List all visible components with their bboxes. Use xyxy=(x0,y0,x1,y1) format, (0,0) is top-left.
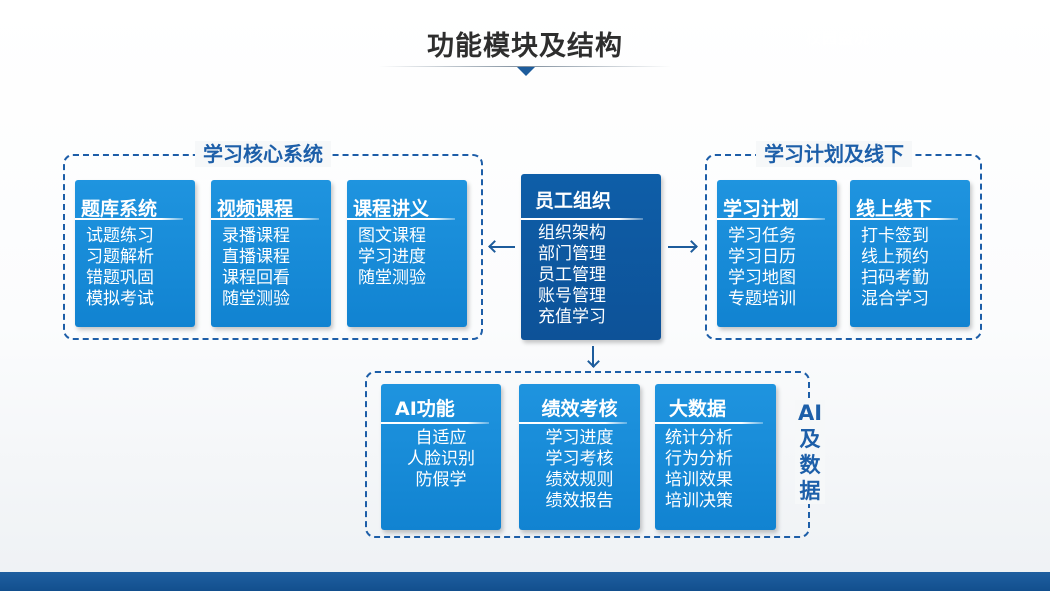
title-pointer-icon xyxy=(517,67,535,76)
card-items: 学习任务 学习日历 学习地图 专题培训 xyxy=(728,226,796,310)
card-title: 视频课程 xyxy=(217,198,294,220)
list-item: 防假学 xyxy=(415,470,467,490)
group-label-learning-core: 学习核心系统 xyxy=(195,141,331,167)
card-title: 线上线下 xyxy=(856,198,933,220)
card-divider xyxy=(850,218,958,220)
list-item: 混合学习 xyxy=(861,289,929,309)
list-item: 打卡签到 xyxy=(861,226,929,246)
card-divider xyxy=(717,218,825,220)
list-item: 学习进度 xyxy=(545,428,614,448)
card-divider xyxy=(655,422,763,424)
card-study-plan: 学习计划 学习任务 学习日历 学习地图 专题培训 xyxy=(717,180,837,327)
list-item: 学习日历 xyxy=(728,247,796,267)
card-video-course: 视频课程 录播课程 直播课程 课程回看 随堂测验 xyxy=(211,180,331,327)
card-divider xyxy=(211,218,319,220)
group-label-char: AI xyxy=(797,401,823,425)
list-item: 学习任务 xyxy=(728,226,796,246)
footer-bar xyxy=(0,572,1050,591)
card-title: 题库系统 xyxy=(81,198,158,220)
list-item: 账号管理 xyxy=(538,286,606,306)
list-item: 学习地图 xyxy=(728,268,796,288)
card-performance: 绩效考核 学习进度 学习考核 绩效规则 绩效报告 xyxy=(519,384,640,530)
list-item: 习题解析 xyxy=(86,247,154,267)
card-items: 统计分析 行为分析 培训效果 培训决策 xyxy=(665,428,733,512)
group-label-plan-offline: 学习计划及线下 xyxy=(756,141,912,167)
card-staff-org: 员工组织 组织架构 部门管理 员工管理 账号管理 充值学习 xyxy=(521,174,661,340)
card-online-offline: 线上线下 打卡签到 线上预约 扫码考勤 混合学习 xyxy=(850,180,970,327)
group-label-char: 及 xyxy=(799,427,821,451)
card-big-data: 大数据 统计分析 行为分析 培训效果 培训决策 xyxy=(655,384,776,530)
card-items: 学习进度 学习考核 绩效规则 绩效报告 xyxy=(519,428,640,512)
group-label-ai-data: AI 及 数 据 xyxy=(795,400,825,504)
list-item: 人脸识别 xyxy=(407,449,475,469)
card-items: 图文课程 学习进度 随堂测验 xyxy=(358,226,426,289)
list-item: 绩效报告 xyxy=(545,491,614,511)
card-divider xyxy=(519,422,627,424)
list-item: 随堂测验 xyxy=(222,289,290,309)
list-item: 组织架构 xyxy=(538,223,606,243)
card-title: 大数据 xyxy=(669,398,727,420)
card-title: 学习计划 xyxy=(723,198,800,220)
card-divider xyxy=(347,218,455,220)
list-item: 图文课程 xyxy=(358,226,426,246)
list-item: 扫码考勤 xyxy=(861,268,929,288)
list-item: 模拟考试 xyxy=(86,289,154,309)
card-items: 自适应 人脸识别 防假学 xyxy=(381,428,501,491)
card-title: 员工组织 xyxy=(535,190,612,212)
list-item: 线上预约 xyxy=(861,247,929,267)
list-item: 试题练习 xyxy=(86,226,154,246)
card-divider xyxy=(381,422,489,424)
list-item: 专题培训 xyxy=(728,289,796,309)
list-item: 统计分析 xyxy=(665,428,733,448)
card-title: 绩效考核 xyxy=(541,398,618,420)
list-item: 课程回看 xyxy=(222,268,290,288)
page-title: 功能模块及结构 xyxy=(427,31,623,62)
list-item: 员工管理 xyxy=(538,265,606,285)
list-item: 随堂测验 xyxy=(358,268,426,288)
card-items: 打卡签到 线上预约 扫码考勤 混合学习 xyxy=(861,226,929,310)
card-divider xyxy=(521,218,643,220)
list-item: 录播课程 xyxy=(222,226,290,246)
card-items: 试题练习 习题解析 错题巩固 模拟考试 xyxy=(86,226,154,310)
list-item: 学习进度 xyxy=(358,247,426,267)
list-item: 直播课程 xyxy=(222,247,290,267)
card-question-bank: 题库系统 试题练习 习题解析 错题巩固 模拟考试 xyxy=(75,180,195,327)
card-items: 组织架构 部门管理 员工管理 账号管理 充值学习 xyxy=(538,223,606,328)
title-underline xyxy=(378,66,672,67)
list-item: 学习考核 xyxy=(545,449,614,469)
watermark-text: 校园盛况 xyxy=(806,29,871,47)
card-items: 录播课程 直播课程 课程回看 随堂测验 xyxy=(222,226,290,310)
group-label-char: 数 xyxy=(799,453,821,477)
list-item: 行为分析 xyxy=(665,449,733,469)
list-item: 错题巩固 xyxy=(86,268,154,288)
card-ai-function: AI功能 自适应 人脸识别 防假学 xyxy=(381,384,501,530)
list-item: 培训决策 xyxy=(665,491,733,511)
group-label-char: 据 xyxy=(799,479,821,503)
list-item: 培训效果 xyxy=(665,470,733,490)
list-item: 部门管理 xyxy=(538,244,606,264)
list-item: 自适应 xyxy=(415,428,467,448)
card-course-notes: 课程讲义 图文课程 学习进度 随堂测验 xyxy=(347,180,467,327)
card-title: AI功能 xyxy=(395,398,455,420)
card-title: 课程讲义 xyxy=(353,198,430,220)
list-item: 绩效规则 xyxy=(545,470,614,490)
list-item: 充值学习 xyxy=(538,307,606,327)
card-divider xyxy=(75,218,183,220)
